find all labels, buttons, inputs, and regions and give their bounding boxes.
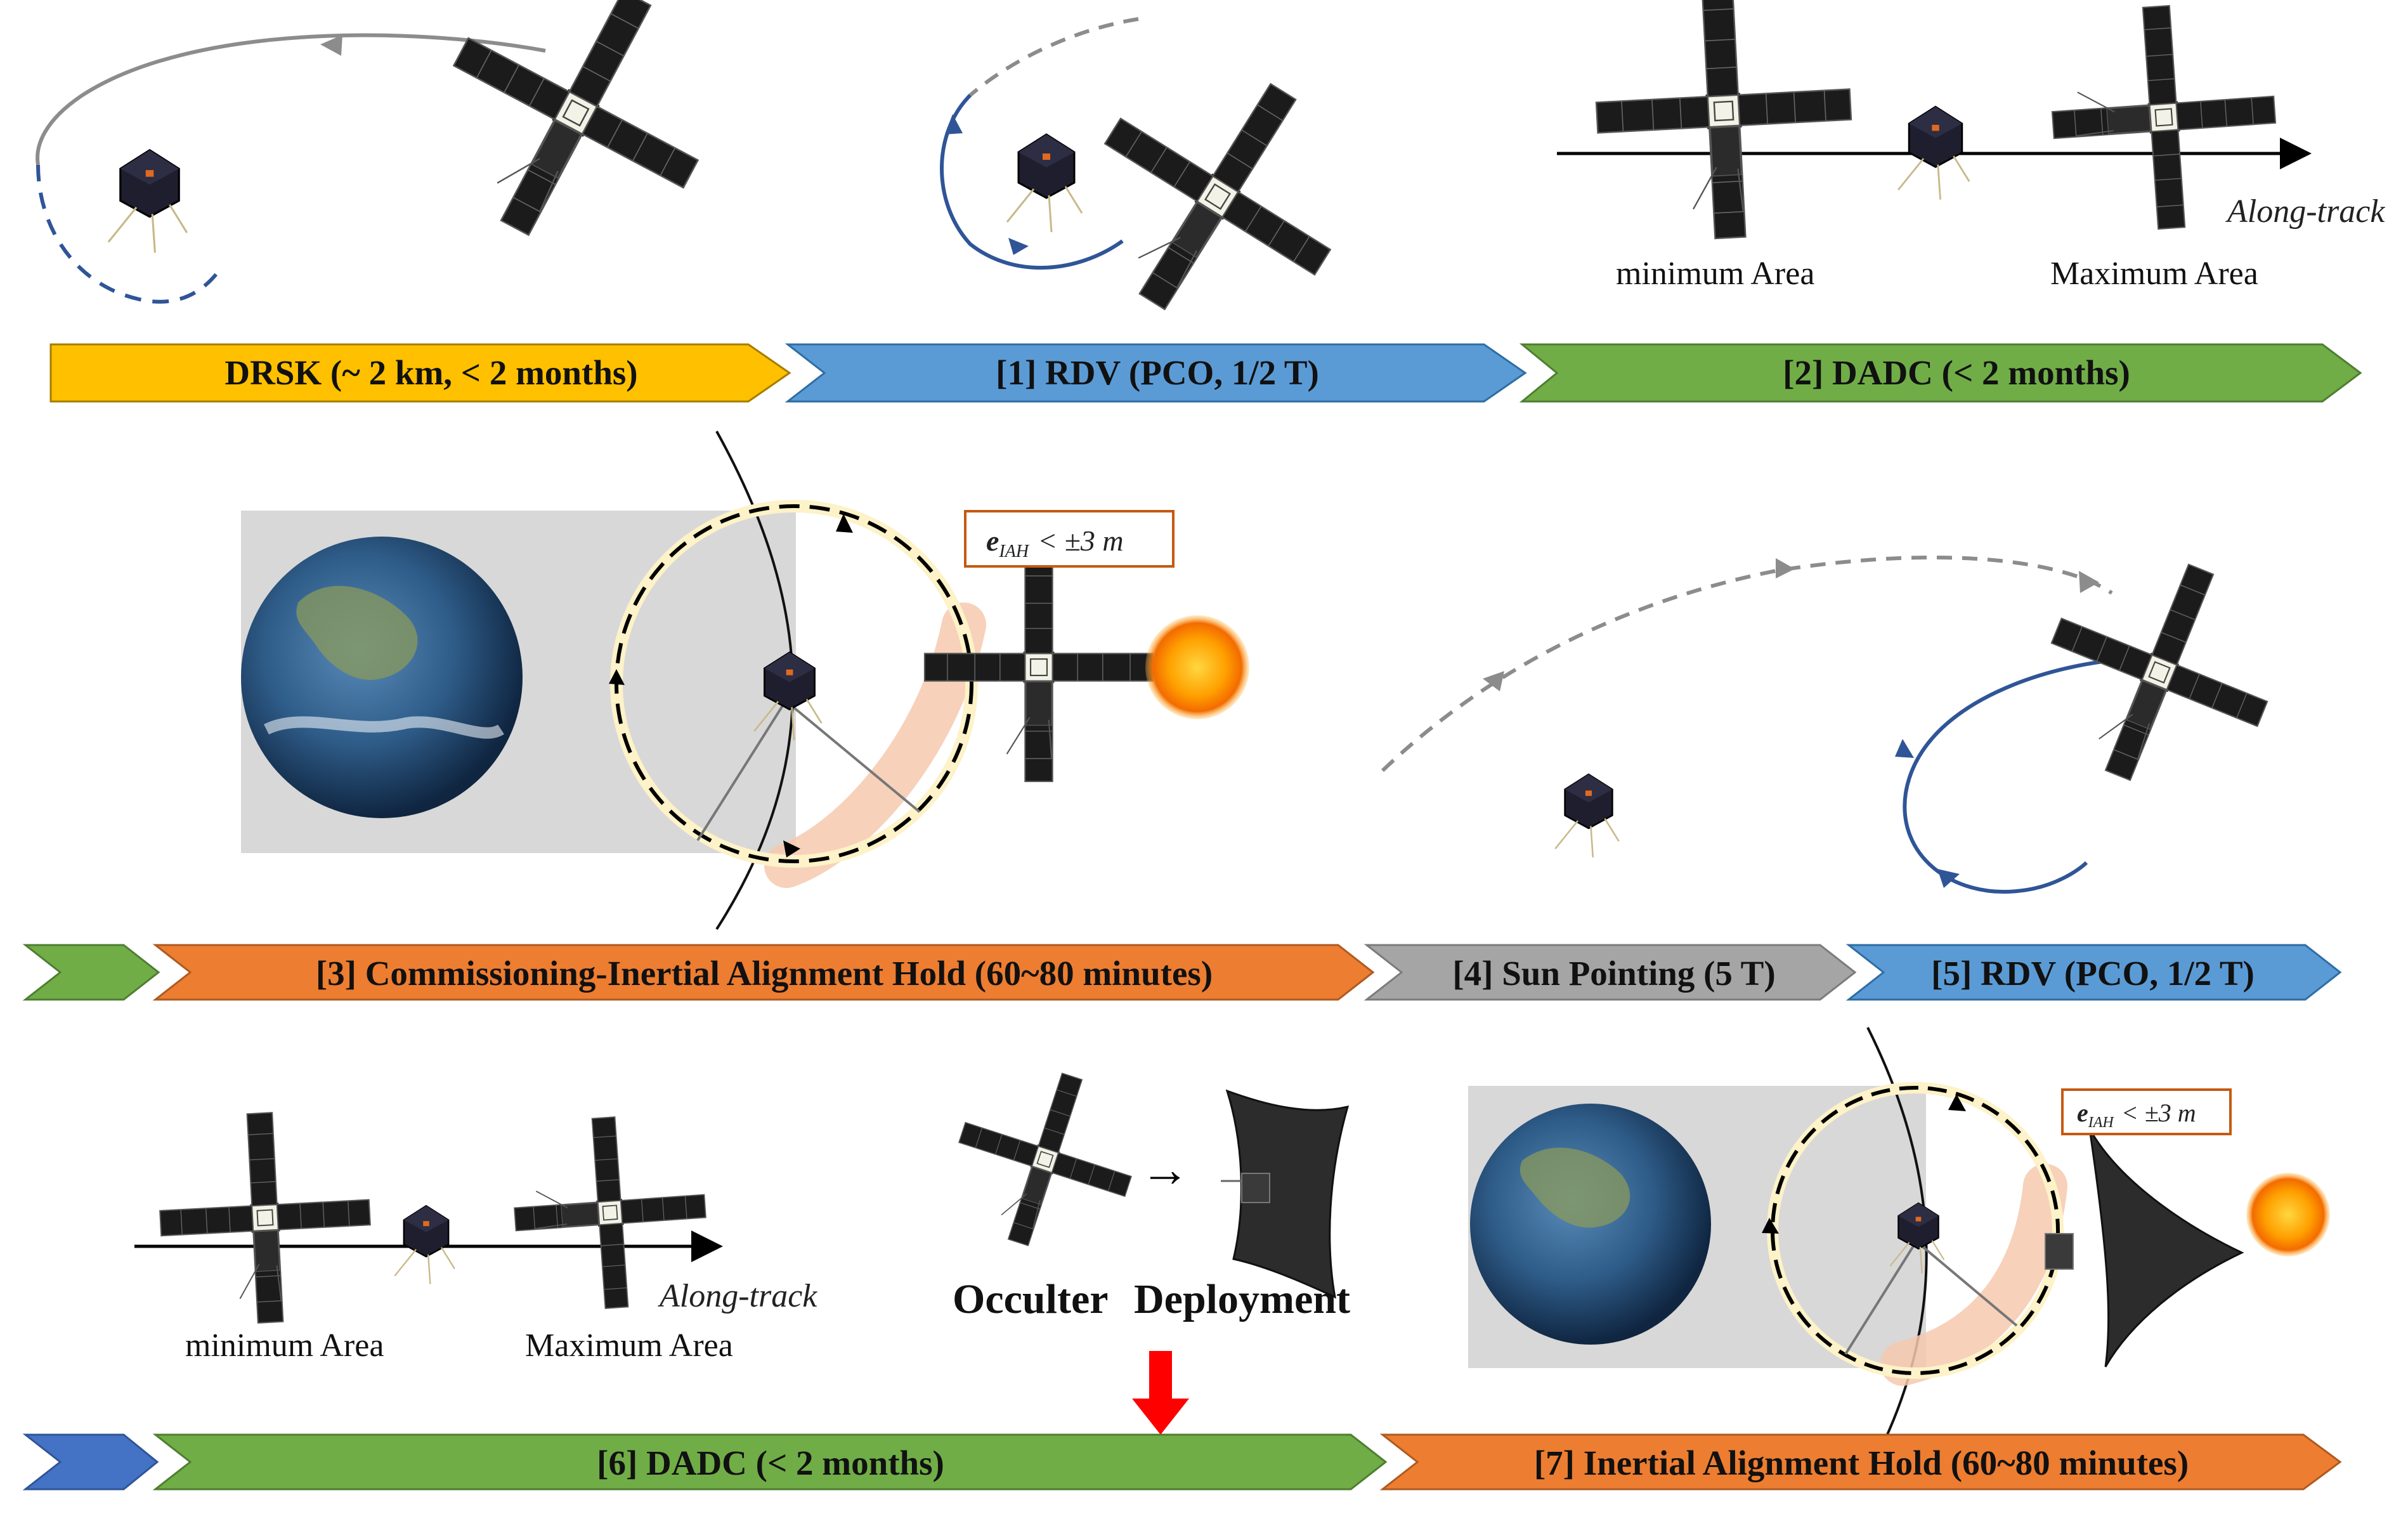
phase-rdv1-label: [1] RDV (PCO, 1/2 T): [996, 353, 1319, 392]
large-satellite-icon: [934, 1048, 1156, 1270]
phase-rdv5-banner[interactable]: [1845, 944, 2342, 1001]
orbit-arrowhead: [783, 840, 800, 858]
rdv-path-gray-dashed: [969, 17, 1139, 97]
phase-rdv-continuation-banner[interactable]: [22, 1433, 159, 1491]
phase-drsk-banner[interactable]: [49, 343, 791, 403]
earth-cloud: [263, 716, 504, 739]
rdv5-path-blue: [1903, 658, 2125, 894]
error-box: [964, 510, 1175, 568]
deployment-word: Deployment: [1134, 1276, 1350, 1322]
tether-line: [788, 703, 921, 813]
phase-rdv5-label: [5] RDV (PCO, 1/2 T): [1931, 954, 2255, 993]
sun-icon: [2246, 1173, 2330, 1256]
along-track-label: Along-track: [658, 1278, 817, 1314]
phase-iah7-label: [7] Inertial Alignment Hold (60~80 minut…: [1534, 1444, 2189, 1482]
maximum-area-label: Maximum Area: [525, 1328, 733, 1364]
error-symbol: e: [2077, 1099, 2088, 1127]
small-satellite-icon: [107, 149, 188, 254]
row1-timeline: DRSK (~ 2 km, < 2 months) [1] RDV (PCO, …: [49, 343, 2362, 403]
large-satellite-icon: [2014, 526, 2305, 818]
orbit-arrowhead: [1762, 1218, 1779, 1234]
small-satellite-icon: [1554, 773, 1620, 859]
tether-line: [1917, 1242, 2018, 1327]
occulter-bus: [1241, 1173, 1270, 1203]
error-subscript: IAH: [2088, 1114, 2115, 1131]
path-arrowhead: [2079, 571, 2099, 593]
row2-timeline: [3] Commissioning-Inertial Alignment Hol…: [22, 944, 2342, 1001]
sun-pointing-path-gray-dashed: [1381, 555, 2113, 773]
phase-dadc-continuation-banner[interactable]: [22, 944, 160, 1001]
phase-dadc6-banner[interactable]: [152, 1433, 1388, 1491]
small-satellite-icon: [1006, 133, 1083, 233]
row2-illustrations: eIAH < ±3 m: [241, 431, 2305, 930]
along-track-label: Along-track: [2225, 193, 2385, 230]
large-satellite-icon: [154, 1107, 376, 1329]
phase-sun-pointing-banner[interactable]: [1363, 944, 1857, 1001]
phase-sun-pointing-label: [4] Sun Pointing (5 T): [1452, 954, 1775, 993]
small-satellite-icon: [1897, 105, 1970, 201]
drsk-arrowhead: [320, 35, 342, 56]
error-label: eIAH < ±3 m: [2077, 1099, 2196, 1131]
phase-dadc2-label: [2] DADC (< 2 months): [1783, 353, 2130, 392]
phase-rdv1-banner[interactable]: [784, 343, 1527, 403]
path-arrowhead: [1776, 558, 1795, 578]
earth-continent: [296, 585, 418, 680]
error-subscript: IAH: [998, 542, 1029, 561]
drsk-path-gray: [36, 33, 546, 166]
red-down-arrow-icon: [1132, 1351, 1189, 1435]
phase-commissioning-label: [3] Commissioning-Inertial Alignment Hol…: [316, 954, 1213, 993]
large-satellite-icon: [1589, 0, 1858, 245]
rdv-path-blue: [940, 93, 1124, 270]
phase-commissioning-banner[interactable]: [152, 944, 1375, 1001]
small-satellite-icon: [394, 1204, 455, 1285]
phase-drsk-label: DRSK (~ 2 km, < 2 months): [225, 353, 637, 392]
earth-continent: [1520, 1147, 1630, 1228]
phase-dadc6-label: [6] DADC (< 2 months): [597, 1444, 944, 1482]
error-symbol: e: [986, 525, 999, 557]
rdv-arrowhead-1: [945, 114, 963, 134]
phase-iah7-banner[interactable]: [1379, 1433, 2342, 1491]
row3-timeline: [6] DADC (< 2 months) [7] Inertial Align…: [22, 1433, 2342, 1491]
iah-orbit: [1771, 1086, 2060, 1375]
large-satellite-icon: [1046, 25, 1389, 369]
error-bound: < ±3 m: [2121, 1099, 2196, 1127]
occulter-word: Occulter: [953, 1276, 1109, 1322]
path-arrowhead: [1895, 739, 1914, 758]
orbit-arrowhead: [609, 669, 625, 685]
error-box: [2061, 1088, 2232, 1135]
row3-illustrations: Along-track minimum Area Maximum Area → …: [134, 1027, 2330, 1469]
occulter-sail-icon: [2088, 1128, 2244, 1367]
large-satellite-icon: [399, 0, 753, 290]
deploy-arrow-glyph: →: [1140, 1142, 1190, 1197]
iah-halo: [1880, 1164, 2067, 1386]
rdv-arrowhead-2: [1008, 238, 1029, 255]
occulter-bus: [2045, 1233, 2074, 1270]
path-arrowhead: [1483, 671, 1504, 691]
error-bound: < ±3 m: [1038, 525, 1124, 557]
path-arrowhead: [1937, 869, 1960, 888]
minimum-area-label: minimum Area: [1616, 256, 1814, 292]
row1-illustrations: Along-track minimum Area Maximum Area: [36, 0, 2385, 369]
tether-line: [696, 701, 786, 842]
maximum-area-label: Maximum Area: [2050, 256, 2258, 292]
minimum-area-label: minimum Area: [185, 1328, 384, 1364]
sun-icon: [1145, 615, 1249, 719]
error-label: eIAH < ±3 m: [986, 525, 1124, 561]
tether-line: [1844, 1242, 1917, 1355]
orbit-arrowhead: [836, 514, 853, 533]
phase-dadc2-banner[interactable]: [1519, 343, 2362, 403]
orbit-arrowhead: [1948, 1094, 1966, 1111]
